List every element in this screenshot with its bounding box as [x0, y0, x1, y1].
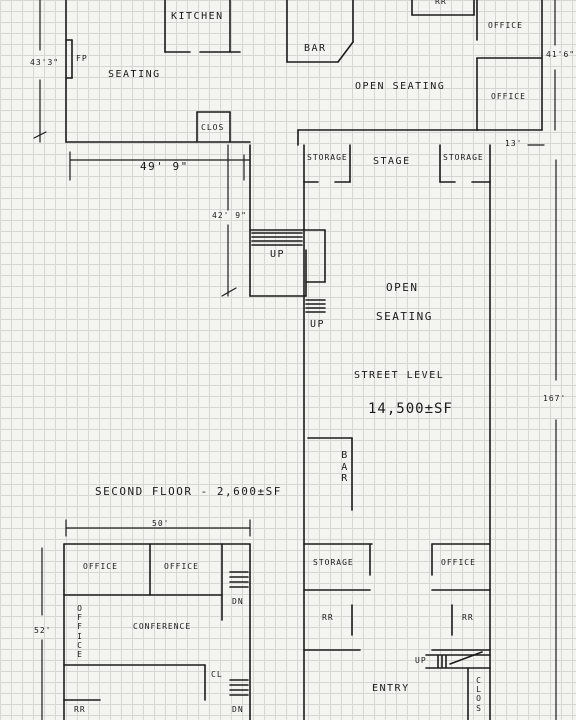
- lower-right-walls: [303, 543, 491, 720]
- closet-label: CLOS: [201, 123, 225, 132]
- street-level-area: 14,500±SF: [368, 401, 453, 417]
- second-floor-title: SECOND FLOOR - 2,600±SF: [95, 485, 282, 498]
- upper-right-walls: [286, 0, 543, 146]
- dimension-42-9: 42' 9": [212, 211, 247, 220]
- stair-up-label-2: UP: [310, 319, 326, 330]
- stage-label: STAGE: [373, 156, 411, 167]
- restroom-label-bottom-1: RR: [322, 613, 334, 622]
- dimension-lines: [33, 0, 557, 720]
- dimension-13: 13': [505, 139, 523, 148]
- closet-2nd-label: CL: [211, 670, 223, 679]
- office-label-top1: OFFICE: [488, 21, 523, 30]
- upper-left-walls: [65, 0, 251, 143]
- open-label: OPEN: [386, 281, 419, 294]
- entry-up-label: UP: [415, 656, 427, 665]
- street-level-label: STREET LEVEL: [354, 370, 445, 381]
- restroom-2nd-label: RR: [74, 705, 86, 714]
- stage-walls: [303, 144, 491, 183]
- restroom-label-bottom-2: RR: [462, 613, 474, 622]
- open-seating-label-top: OPEN SEATING: [355, 81, 446, 92]
- office-label-vertical: OFFICE: [77, 604, 83, 659]
- office-2nd-a: OFFICE: [83, 562, 118, 571]
- dimension-52: 52': [34, 626, 52, 635]
- dimension-43-3: 43'3": [30, 58, 60, 67]
- dimension-49-9: 49' 9": [140, 160, 189, 173]
- bar-label-top: BAR: [304, 43, 327, 54]
- office-label-top2: OFFICE: [491, 92, 526, 101]
- storage-label-left: STORAGE: [307, 153, 348, 162]
- seating-label: SEATING: [108, 69, 161, 80]
- stair-block: [249, 229, 326, 313]
- closet-label-vertical: CLOS: [476, 676, 482, 713]
- bar-label-vertical: BAR: [341, 450, 349, 484]
- fireplace-label: FP: [76, 54, 88, 63]
- down-stair-label-2: DN: [232, 705, 244, 714]
- dimension-167: 167': [543, 394, 567, 403]
- bar-box: [307, 437, 353, 511]
- conference-label: CONFERENCE: [133, 622, 192, 631]
- office-2nd-b: OFFICE: [164, 562, 199, 571]
- storage-label-right: STORAGE: [443, 153, 484, 162]
- dimension-50: 50': [152, 519, 170, 528]
- office-label-bottom: OFFICE: [441, 558, 476, 567]
- second-floor-walls: [63, 543, 251, 720]
- main-hall-walls: [249, 144, 491, 720]
- restroom-label-top: RR: [435, 0, 447, 6]
- dimension-41-6: 41'6": [546, 50, 576, 59]
- seating-main-label: SEATING: [376, 310, 433, 323]
- entry-label: ENTRY: [372, 683, 410, 694]
- kitchen-label: KITCHEN: [171, 11, 224, 22]
- stair-up-label-1: UP: [270, 249, 286, 260]
- down-stair-label-1: DN: [232, 597, 244, 606]
- storage-label-bottom: STORAGE: [313, 558, 354, 567]
